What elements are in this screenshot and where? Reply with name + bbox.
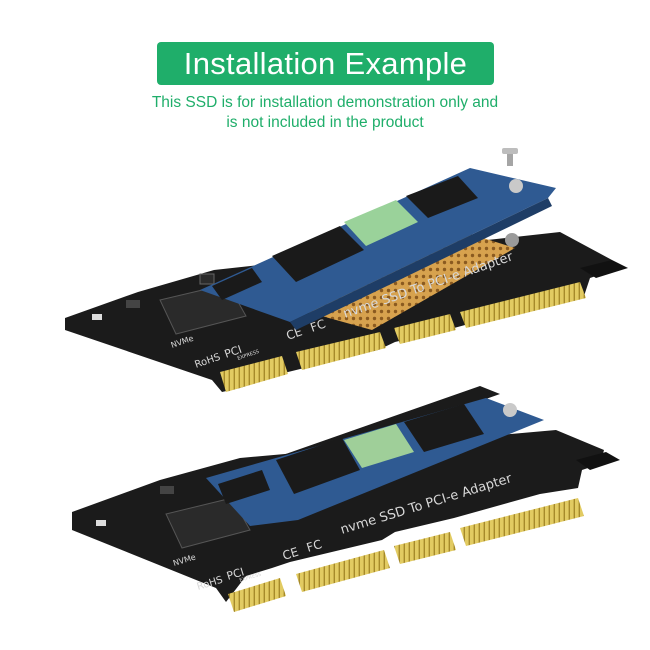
adapter-card-top: nvme SSD To PCI-e Adapter CE FC RoHS PCI…: [65, 148, 628, 392]
bracket-tab-top: [580, 260, 628, 278]
ce-mark-top: CE: [284, 324, 304, 342]
installation-example-banner: Installation Example: [157, 42, 494, 85]
screw: [502, 148, 518, 166]
ssd-chip: [276, 438, 360, 494]
banner-title: Installation Example: [183, 45, 468, 81]
gold-fingers-bottom-c: [394, 532, 456, 564]
screw-installed: [503, 403, 517, 417]
adapter-pcb-bottom: [72, 430, 604, 602]
smd-component: [199, 273, 215, 285]
ssd-chip: [272, 226, 364, 282]
ssd-pcb-top: [200, 168, 556, 322]
adapter-card-bottom: nvme SSD To PCI-e Adapter CE FC RoHS PCI…: [72, 386, 620, 612]
ce-mark-bottom: CE: [281, 545, 300, 563]
ssd-controller-chip: [344, 424, 414, 468]
ssd-chip: [218, 470, 270, 504]
m2-slot-connector-bottom: [165, 497, 251, 549]
gold-fingers-top-c: [394, 314, 456, 344]
ssd-chip: [212, 268, 262, 300]
smd-component: [96, 520, 106, 526]
gold-fingers-bottom-b: [296, 550, 390, 592]
ssd-controller-chip: [344, 200, 418, 246]
screw-standoff: [509, 179, 523, 193]
pci-label-top: PCI: [223, 343, 244, 361]
gold-fingers-bottom-a: [228, 578, 286, 612]
ssd-chip: [404, 404, 484, 452]
heatsink-pad-top: [300, 226, 515, 330]
pci-label-bottom: PCI: [225, 565, 246, 583]
ssd-module-top: [200, 168, 556, 330]
gold-fingers-top-d: [460, 282, 586, 328]
gold-fingers-top-a: [220, 356, 288, 392]
subtitle-line-1: This SSD is for installation demonstrati…: [151, 94, 499, 111]
gold-fingers-bottom-d: [460, 498, 584, 546]
smd-component: [92, 314, 102, 320]
gold-fingers-top-b: [296, 332, 386, 370]
ssd-edge-top: [290, 198, 552, 330]
smd-component: [160, 486, 174, 494]
bracket-tab-bottom: [576, 452, 620, 470]
standoff-top: [505, 233, 519, 247]
ssd-chip: [406, 176, 478, 218]
fc-mark-bottom: FC: [305, 537, 324, 555]
subtitle-line-2: is not included in the product: [226, 114, 424, 131]
smd-component: [126, 300, 140, 308]
ssd-module-bottom: [206, 398, 544, 526]
